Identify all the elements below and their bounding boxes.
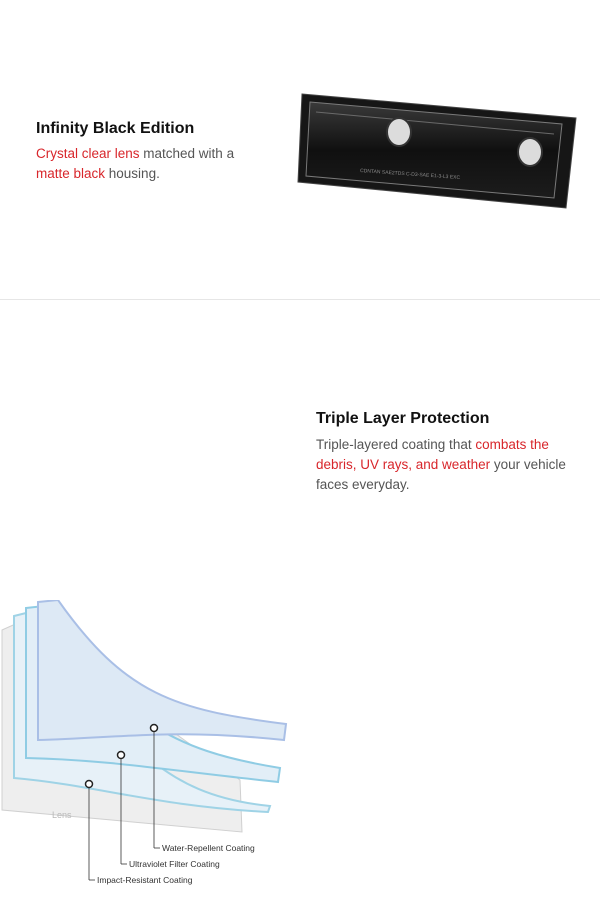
impact-label: Impact-Resistant Coating (97, 875, 193, 885)
impact-marker (84, 779, 94, 789)
desc-text-2: your vehicle faces everyday. (316, 457, 566, 492)
desc-text-1: matched with a (139, 146, 235, 161)
water-label: Water-Repellent Coating (162, 843, 255, 853)
lens-label: Lens (52, 810, 72, 820)
lens-highlight (315, 111, 555, 135)
water-layer (37, 600, 288, 742)
uv-label: Ultraviolet Filter Coating (129, 859, 220, 869)
top-panel: Infinity Black Edition Crystal clear len… (0, 0, 600, 300)
desc-text-1: Triple-layered coating that (316, 437, 476, 452)
infinity-black-title: Infinity Black Edition (36, 120, 195, 137)
lens-shape (305, 101, 563, 199)
uv-marker (116, 750, 126, 760)
highlight-matte-black: matte black (36, 166, 106, 181)
bumper-light-image: CDNTAN SAE2TDS C-D3-SAE E1-3-L3 EXC (297, 93, 577, 209)
reflector-left (386, 117, 412, 147)
bottom-panel: Lens Water-Repellent Coating Ultraviolet… (0, 300, 600, 885)
section-divider (0, 299, 600, 300)
water-marker (149, 723, 159, 733)
triple-layer-description: Triple-layered coating that combats the … (316, 435, 586, 495)
reflector-right (517, 137, 543, 167)
layer-diagram: Lens Water-Repellent Coating Ultraviolet… (1, 600, 288, 885)
highlight-crystal-clear-lens: Crystal clear lens (36, 146, 140, 161)
highlight-combats: combats the debris, UV rays, and weather (316, 437, 549, 472)
triple-layer-title: Triple Layer Protection (316, 410, 490, 427)
desc-text-2: housing. (105, 166, 160, 181)
infinity-black-description: Crystal clear lens matched with a matte … (36, 144, 266, 184)
